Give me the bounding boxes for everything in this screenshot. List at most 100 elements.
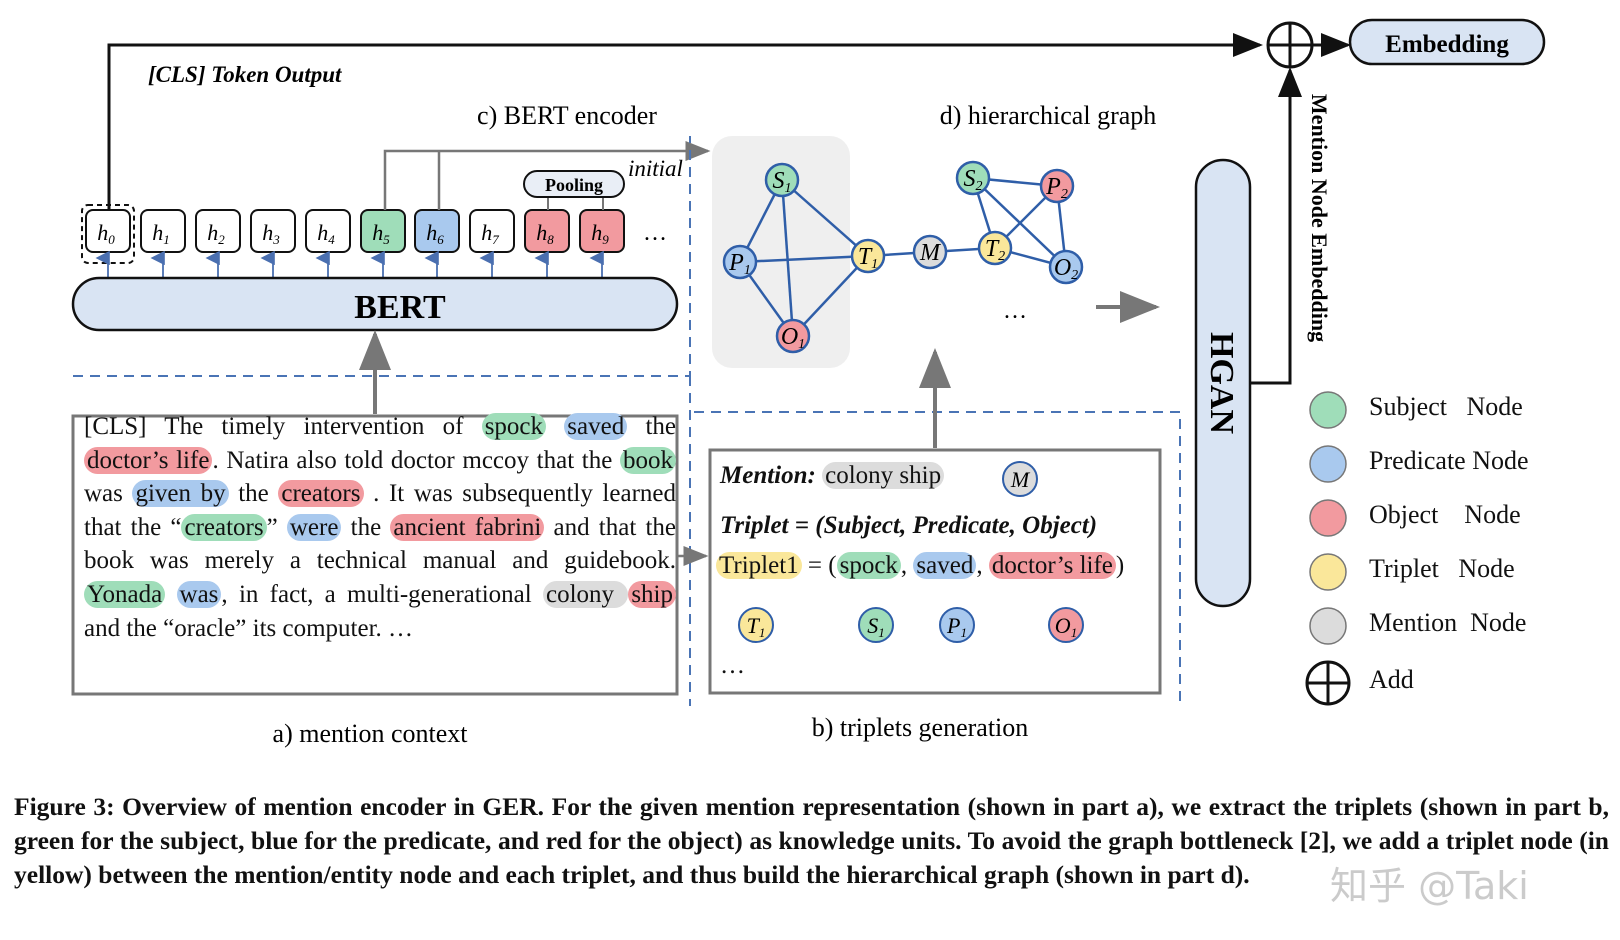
triplet1-comma1: , (900, 552, 914, 579)
legend-label: Object Node (1369, 500, 1521, 529)
token-label: h6 (426, 220, 444, 247)
context-text: the (228, 480, 279, 508)
dashed-divider-a (73, 136, 691, 706)
graph-node-T1: T1 (850, 238, 886, 274)
graph-edge-S1-O1 (780, 179, 795, 337)
triplet-definition: Triplet = (Subject, Predicate, Object) (720, 512, 1097, 540)
legend-label: Subject Node (1369, 392, 1523, 421)
triplet1-object: doctor’s life (988, 552, 1116, 579)
graph-node-O2: O2 (1048, 249, 1084, 285)
token-h4: h4 (305, 209, 351, 277)
token-label: h2 (207, 220, 225, 247)
legend-swatch (1309, 553, 1347, 591)
graph-node-S2: S2 (955, 160, 991, 196)
triplet-example-nodes: M T1 S1 P1 O1 (738, 461, 1084, 643)
box-node-label: S1 (867, 613, 885, 640)
mention-node-embedding-label: Mention Node Embedding (1307, 94, 1332, 342)
highlight-red: doctor’s life (84, 446, 213, 474)
watermark: 知乎 @Taki (1330, 864, 1529, 908)
graph-node-label: T2 (985, 236, 1005, 264)
legend (1305, 391, 1351, 706)
mention-context-text: [CLS] The timely intervention of spock s… (84, 410, 676, 645)
token-label: h8 (536, 220, 554, 247)
highlight-green: spock (481, 413, 547, 440)
mention-value: colony ship (822, 462, 945, 489)
graph-node-T2: T2 (977, 230, 1013, 266)
triplet1-comma2: , (976, 552, 989, 579)
graph-edge-T1-O1 (792, 255, 869, 337)
triplet-cluster-background (712, 136, 850, 368)
graph-node-P2: P2 (1039, 168, 1075, 204)
add-icon (1266, 21, 1314, 69)
token-label: h3 (262, 220, 280, 247)
legend-label: Triplet Node (1369, 554, 1515, 583)
highlight-gray: colony (542, 580, 629, 608)
context-text: the (627, 413, 677, 440)
triplet1-close: ) (1115, 552, 1125, 579)
legend-swatch (1309, 607, 1347, 645)
triplet1-predicate: saved (913, 552, 977, 579)
triplet1-line: Triplet1 = (spock, saved, doctor’s life) (716, 552, 1124, 580)
context-text: , in fact, a multi-generational (221, 580, 543, 608)
graph-edge-P1-T1 (739, 254, 869, 264)
bert-encoder-title: c) BERT encoder (477, 101, 657, 130)
graph-node-label: M (919, 240, 942, 266)
legend-swatch (1309, 445, 1347, 483)
bert-label: BERT (354, 289, 446, 326)
token-label: h7 (481, 220, 499, 247)
initial-label: initial (628, 156, 683, 181)
graph-node-label: P2 (1045, 174, 1068, 202)
triplet1-eq: = ( (801, 552, 837, 579)
context-text (546, 413, 564, 440)
graph-node-M: M (912, 234, 948, 270)
token-h2: h2 (195, 209, 241, 277)
graph-ellipsis: … (1003, 298, 1027, 324)
legend-label: Add (1369, 665, 1414, 694)
mention-sep: : (807, 462, 816, 489)
highlight-blue: were (286, 513, 342, 541)
hierarchical-graph-title: d) hierarchical graph (940, 101, 1157, 130)
predicate-node-P1: P1 (939, 607, 975, 643)
mention-node-icon: M (1002, 461, 1038, 497)
token-h0: h0 (81, 204, 135, 277)
hgan-to-add-arrow (1250, 67, 1302, 385)
object-node-O1: O1 (1048, 607, 1084, 643)
context-text: ” (266, 513, 287, 541)
graph-node-P1: P1 (722, 244, 758, 280)
legend-label: Predicate Node (1369, 446, 1529, 475)
h5-h6-to-graph-arrow (383, 141, 711, 210)
subject-node-S1: S1 (858, 607, 894, 643)
triplet-node-T1: T1 (738, 607, 774, 643)
token-h1: h1 (140, 209, 186, 277)
context-text: and that the book was merely a technical… (84, 513, 676, 575)
hgan-label: HGAN (1203, 332, 1240, 434)
mention-node-label: M (1010, 467, 1031, 492)
highlight-blue: saved (564, 413, 628, 440)
graph-node-label: S1 (773, 168, 792, 196)
token-h6: h6 (414, 209, 460, 277)
embedding-label: Embedding (1385, 31, 1509, 58)
box-node-label: T1 (747, 613, 766, 640)
legend-label: Mention Node (1369, 608, 1527, 637)
context-text: was (84, 480, 133, 508)
pooling-box (523, 170, 625, 198)
token-label: h9 (591, 220, 609, 247)
graph-edge-S1-T1 (781, 179, 869, 257)
triplets-generation-label: b) triplets generation (812, 713, 1029, 742)
highlight-red: creators (278, 480, 364, 508)
mention-label: Mention (720, 462, 808, 489)
highlight-blue: was (176, 580, 222, 608)
legend-swatch (1309, 391, 1347, 429)
token-h7: h7 (469, 209, 515, 277)
highlight-red: ancient fabrini (390, 513, 545, 541)
graph-node-label: S2 (964, 166, 983, 194)
legend-add-icon (1305, 660, 1351, 706)
pooling-label: Pooling (545, 175, 603, 195)
token-h5: h5 (360, 209, 406, 277)
token-label: h1 (152, 220, 170, 247)
highlight-green: book (620, 446, 676, 474)
context-text: and the “oracle” its computer. … (84, 614, 414, 642)
figure-caption: Figure 3: Overview of mention encoder in… (14, 792, 1609, 889)
context-text: . It was subsequently learned that the “ (84, 480, 676, 541)
